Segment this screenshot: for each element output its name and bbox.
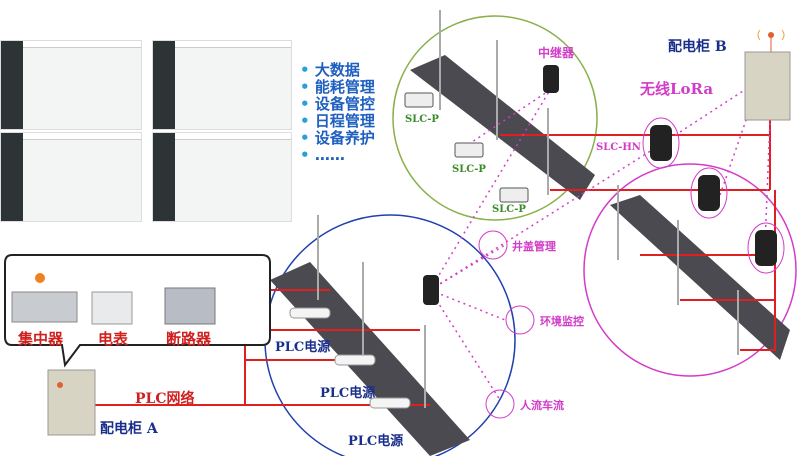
feature-item: 大数据 bbox=[300, 62, 375, 79]
street-lights bbox=[317, 10, 739, 408]
cabinet-a-label: 配电柜 A bbox=[100, 421, 158, 437]
concentrator-label: 集中器 bbox=[18, 330, 64, 348]
feature-item: …… bbox=[300, 147, 375, 164]
plc-network-label: PLC网络 bbox=[135, 391, 195, 407]
feature-item: 能耗管理 bbox=[300, 79, 375, 96]
manhole-label: 井盖管理 bbox=[512, 240, 556, 253]
map-screenshot bbox=[152, 40, 292, 130]
bubble-devices bbox=[11, 273, 216, 325]
calendar-screenshot bbox=[152, 132, 292, 222]
feature-item: 日程管理 bbox=[300, 113, 375, 130]
repeater-devices bbox=[423, 65, 777, 305]
slc-hn-ring bbox=[747, 222, 785, 274]
env-icon-ring bbox=[505, 305, 535, 335]
pink-zone bbox=[583, 163, 797, 377]
dashboard-screenshot bbox=[0, 40, 142, 130]
wireless-links bbox=[429, 79, 771, 401]
slc-hn-ring bbox=[642, 117, 680, 169]
slc-hn-ring bbox=[690, 167, 728, 219]
slc-p-label: SLC-P bbox=[492, 204, 526, 215]
feature-item: 设备管控 bbox=[300, 96, 375, 113]
slc-hn-label: SLC-HN bbox=[596, 142, 641, 153]
chart-screenshot bbox=[0, 132, 142, 222]
plc-power-modules bbox=[289, 307, 411, 409]
feature-list: 大数据 能耗管理 设备管控 日程管理 设备养护 …… bbox=[300, 62, 375, 164]
slc-p-modules bbox=[404, 92, 529, 203]
lora-label: 无线LoRa bbox=[640, 80, 714, 98]
plc-power-label: PLC电源 bbox=[275, 340, 331, 355]
slc-p-label: SLC-P bbox=[452, 164, 486, 175]
plc-power-label: PLC电源 bbox=[320, 386, 376, 401]
cabinet-b bbox=[744, 29, 791, 121]
slc-p-label: SLC-P bbox=[405, 114, 439, 125]
plc-power-label: PLC电源 bbox=[348, 434, 404, 449]
environment-label: 环境监控 bbox=[540, 315, 584, 328]
green-zone bbox=[392, 15, 598, 221]
cabinet-a bbox=[47, 369, 96, 436]
road-green bbox=[410, 55, 595, 200]
traffic-label: 人流车流 bbox=[520, 399, 564, 412]
feature-item: 设备养护 bbox=[300, 130, 375, 147]
traffic-icon-ring bbox=[485, 389, 515, 419]
manhole-icon-ring bbox=[478, 230, 508, 260]
meter-label: 电表 bbox=[98, 330, 129, 348]
breaker-label: 断路器 bbox=[166, 330, 212, 348]
repeater-label: 中继器 bbox=[538, 46, 575, 60]
cabinet-b-label: 配电柜 B bbox=[668, 39, 727, 55]
device-bubble bbox=[4, 254, 271, 368]
road-pink bbox=[610, 195, 790, 360]
